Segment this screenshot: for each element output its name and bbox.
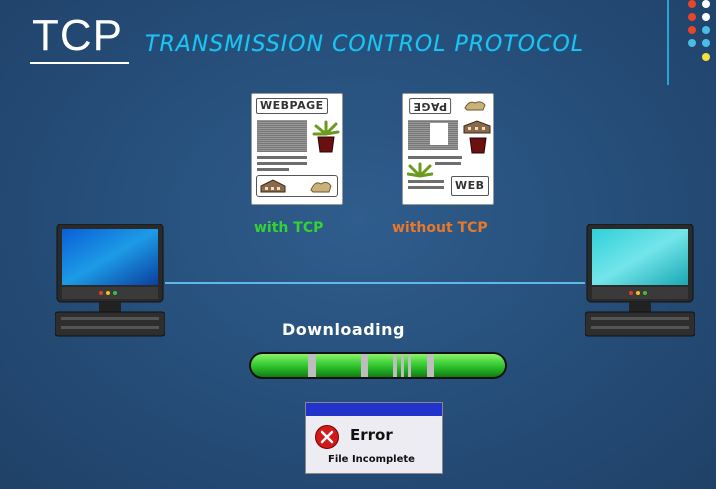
image-placeholder xyxy=(408,120,458,150)
text-line xyxy=(408,186,444,189)
image-placeholder xyxy=(257,120,307,152)
packet-gap xyxy=(427,354,434,377)
dot-icon xyxy=(702,13,710,21)
caption-with-tcp: with TCP xyxy=(254,220,324,236)
packet-gap xyxy=(308,354,316,377)
text-line xyxy=(257,168,289,171)
error-dialog: Error File Incomplete xyxy=(305,402,443,474)
dot-icon xyxy=(688,39,696,47)
text-line xyxy=(257,156,307,159)
computer-icon xyxy=(54,223,166,337)
receiver-computer-icon xyxy=(584,223,696,339)
sender-computer-icon xyxy=(54,223,166,339)
packet-gap xyxy=(401,354,404,377)
plant-icon xyxy=(312,120,340,153)
text-line xyxy=(435,162,461,165)
dot-icon xyxy=(702,0,710,8)
error-title: Error xyxy=(350,426,393,444)
decorative-divider xyxy=(667,0,669,85)
dot-icon xyxy=(702,26,710,34)
text-line xyxy=(408,180,444,183)
text-line xyxy=(408,156,462,159)
pot-icon xyxy=(469,137,487,154)
dot-icon xyxy=(688,26,696,34)
dot-icon xyxy=(702,39,710,47)
house-icon xyxy=(260,179,286,193)
network-connection xyxy=(165,282,585,284)
page-subtitle: TRANSMISSION CONTROL PROTOCOL xyxy=(145,32,585,57)
packet-gap xyxy=(361,354,368,377)
web-label-box: WEB xyxy=(451,176,489,196)
plant-icon xyxy=(407,162,433,178)
house-icon xyxy=(463,120,491,134)
caption-without-tcp: without TCP xyxy=(392,220,488,236)
download-label: Downloading xyxy=(282,320,405,339)
download-progress-bar xyxy=(249,352,507,379)
missing-chunk xyxy=(430,123,448,145)
webpage-header: WEBPAGE xyxy=(256,98,328,114)
packet-gap xyxy=(393,354,397,377)
dot-icon xyxy=(688,13,696,21)
page-header-flipped: PAGE xyxy=(409,98,452,114)
text-line xyxy=(257,162,307,165)
decorative-dots xyxy=(684,0,716,70)
dot-icon xyxy=(688,0,696,8)
footer-box xyxy=(256,175,338,197)
webpage-with-tcp: WEBPAGE xyxy=(251,93,343,205)
close-icon xyxy=(320,430,334,444)
error-icon xyxy=(315,425,339,449)
dot-icon xyxy=(702,53,710,61)
packet-gap xyxy=(408,354,411,377)
error-message: File Incomplete xyxy=(328,454,415,465)
animal-icon xyxy=(310,181,332,193)
error-dialog-titlebar xyxy=(306,403,442,416)
webpage-without-tcp: PAGE WEB xyxy=(402,93,494,205)
title-underline xyxy=(30,62,129,64)
animal-icon xyxy=(464,101,486,111)
computer-icon xyxy=(584,223,696,337)
page-title: TCP xyxy=(32,11,123,60)
